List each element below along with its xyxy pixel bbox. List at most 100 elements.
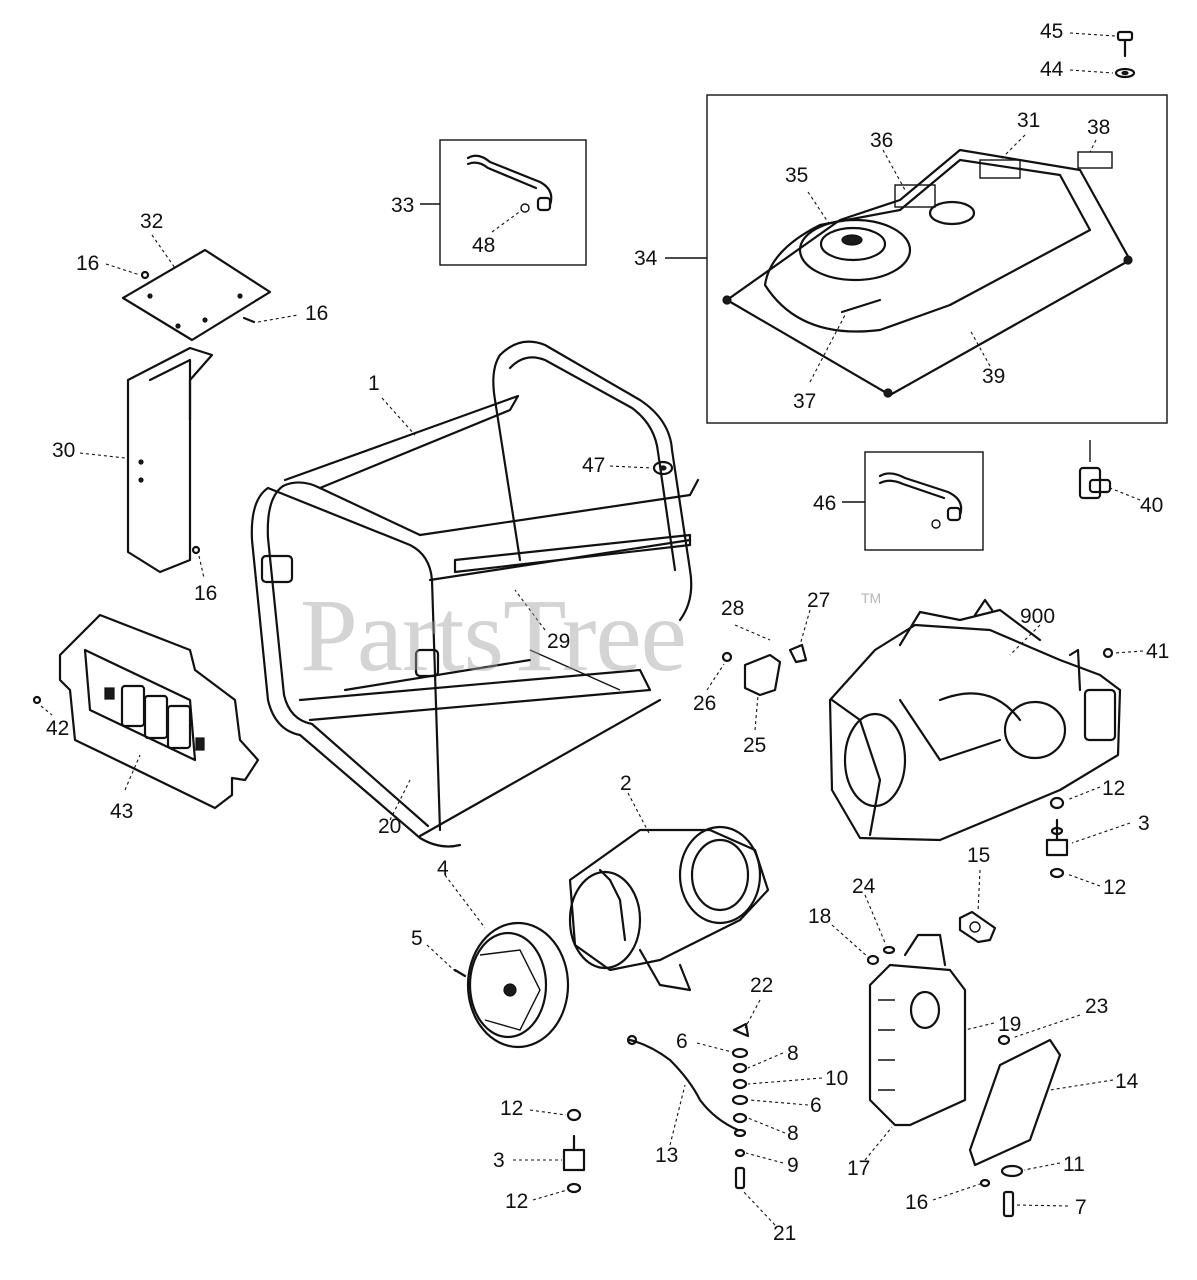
screw-part-16-panel xyxy=(191,545,201,555)
callout-8-top: 8 xyxy=(787,1042,799,1065)
rubber-mount-left xyxy=(562,1134,586,1172)
callout-3-right: 3 xyxy=(1138,812,1150,835)
callout-20: 20 xyxy=(378,815,401,838)
bolt-part xyxy=(1116,30,1134,58)
callout-15: 15 xyxy=(967,844,990,867)
leader-lines xyxy=(40,32,1144,1226)
fuel-tank-box xyxy=(706,94,1168,424)
callout-14: 14 xyxy=(1115,1070,1139,1093)
nut-part-upper-left xyxy=(566,1108,582,1122)
callout-47: 47 xyxy=(582,454,605,477)
callout-16-panel: 16 xyxy=(194,582,217,605)
rubber-mount-right xyxy=(1045,818,1069,857)
ground-wire-part xyxy=(626,1034,740,1132)
callout-5: 5 xyxy=(411,927,423,950)
screw-part-41 xyxy=(1102,647,1114,659)
hardware-stack xyxy=(731,1022,750,1190)
panel-part xyxy=(126,346,214,574)
callout-4: 4 xyxy=(437,857,449,880)
callout-31: 31 xyxy=(1017,109,1040,132)
callout-16-plate: 16 xyxy=(305,302,328,325)
callout-22: 22 xyxy=(750,974,773,997)
callout-12-right-top: 12 xyxy=(1102,777,1125,800)
alternator-part xyxy=(568,825,770,992)
washer-part-11 xyxy=(1000,1164,1024,1178)
screw-part xyxy=(721,651,733,663)
callout-25: 25 xyxy=(743,734,766,757)
callout-23: 23 xyxy=(1085,995,1108,1018)
screw-part-16-top xyxy=(140,270,150,280)
washer-part-24 xyxy=(882,945,896,955)
callout-40: 40 xyxy=(1140,494,1163,517)
callout-1: 1 xyxy=(368,372,380,395)
engine-part xyxy=(828,598,1122,842)
callout-16-guard: 16 xyxy=(905,1191,928,1214)
callout-17: 17 xyxy=(847,1157,870,1180)
callout-27: 27 xyxy=(807,589,830,612)
hose-box-33 xyxy=(439,139,587,266)
watermark-trademark: TM xyxy=(861,590,882,606)
callout-900: 900 xyxy=(1020,605,1055,628)
bolt-part-7 xyxy=(1002,1190,1015,1218)
nut-part-upper-right xyxy=(1049,796,1065,810)
callout-24: 24 xyxy=(852,875,876,898)
callout-26: 26 xyxy=(693,692,716,715)
clip-part xyxy=(788,643,808,664)
callout-18: 18 xyxy=(808,905,831,928)
callout-43: 43 xyxy=(110,800,133,823)
callout-44: 44 xyxy=(1040,58,1064,81)
callout-16-top: 16 xyxy=(76,252,99,275)
callout-11: 11 xyxy=(1063,1153,1085,1176)
callout-37: 37 xyxy=(793,390,816,413)
callout-39: 39 xyxy=(982,365,1005,388)
callout-48: 48 xyxy=(472,234,495,257)
screw-part-42 xyxy=(32,695,42,705)
callout-36: 36 xyxy=(870,129,893,152)
cover-plate-part xyxy=(121,248,272,342)
gasket-part xyxy=(958,910,997,944)
muffler-guard-part xyxy=(968,1038,1062,1167)
callout-10: 10 xyxy=(825,1067,848,1090)
callout-labels: 1 2 3 3 4 5 6 6 7 8 8 9 10 11 12 12 12 1… xyxy=(46,20,1169,1245)
fan-cover-part xyxy=(466,921,570,1049)
screw-part-16 xyxy=(979,1178,991,1188)
grommet-part xyxy=(652,460,674,476)
callout-32: 32 xyxy=(140,210,163,233)
callout-41: 41 xyxy=(1146,640,1169,663)
control-panel-part xyxy=(58,613,260,810)
callout-12-left-bottom: 12 xyxy=(505,1190,528,1213)
callout-12-right-bottom: 12 xyxy=(1103,876,1126,899)
frame-part xyxy=(250,340,700,848)
callout-33: 33 xyxy=(391,194,414,217)
hose-box-46 xyxy=(864,451,984,551)
bolt-part-5 xyxy=(453,968,467,978)
callout-8-bottom: 8 xyxy=(787,1122,799,1145)
callout-46: 46 xyxy=(813,492,836,515)
callout-19: 19 xyxy=(998,1013,1021,1036)
callout-34: 34 xyxy=(634,247,658,270)
nut-part-lower-left xyxy=(566,1182,582,1194)
callout-21: 21 xyxy=(773,1222,796,1245)
callout-30: 30 xyxy=(52,439,75,462)
callout-12-left-top: 12 xyxy=(500,1097,523,1120)
callout-45: 45 xyxy=(1040,20,1063,43)
nut-part-23 xyxy=(997,1034,1011,1046)
callout-3-left: 3 xyxy=(493,1149,505,1172)
muffler-part xyxy=(868,933,967,1127)
callout-2: 2 xyxy=(620,772,632,795)
callout-6-mid: 6 xyxy=(810,1094,822,1117)
callout-6-top: 6 xyxy=(676,1030,688,1053)
fuel-valve-part xyxy=(1078,440,1112,500)
washer-part xyxy=(1114,67,1136,79)
callout-13: 13 xyxy=(655,1144,678,1167)
nut-part-18 xyxy=(866,954,880,966)
bracket-part xyxy=(743,653,782,697)
callout-7: 7 xyxy=(1075,1196,1087,1219)
callout-29: 29 xyxy=(547,630,570,653)
callout-35: 35 xyxy=(785,164,808,187)
screw-part-16-plate xyxy=(242,316,256,324)
nut-part-lower-right xyxy=(1049,867,1065,879)
callout-9: 9 xyxy=(787,1154,799,1177)
callout-28: 28 xyxy=(721,597,744,620)
